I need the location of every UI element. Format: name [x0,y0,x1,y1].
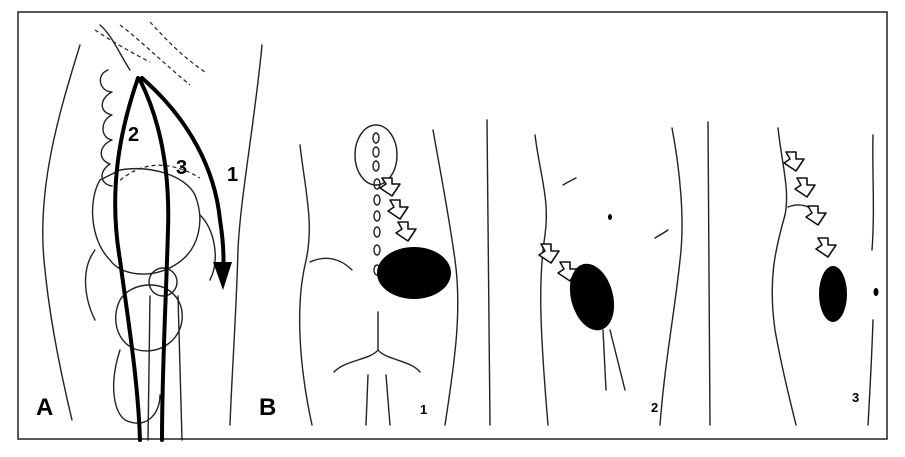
path-label-1: 1 [227,164,238,186]
b1-pain-arrows [380,178,416,241]
b1-iliac-crest [310,258,352,270]
nerve-path-1-arrowhead [213,262,232,290]
b2-pain-arrows [539,244,578,281]
b2-number: 2 [651,400,658,415]
panel-letter-b: B [259,394,276,421]
b1-arrow-2 [388,200,408,219]
b2-leg-line-1 [603,330,606,390]
b3-arrow-1 [784,152,804,171]
b3-crest-mark [788,205,810,208]
spine-outline [100,25,130,70]
panel-letter-a: A [36,394,53,421]
iliac-right [200,215,215,280]
b2-dot [608,214,612,220]
b1-pain-area [377,247,451,299]
iliac-left [86,250,95,320]
b3-arrow-2 [795,178,815,197]
b3-number: 3 [852,390,859,405]
b3-pain-area [819,266,847,322]
femoral-head [149,268,177,296]
b1-number: 1 [420,402,427,417]
b3-right-outline-upper [872,135,873,250]
pelvis-dashed [115,165,200,185]
b3-pain-arrows [784,152,836,257]
b1-arrow-1 [380,178,400,196]
b3-right-outline-lower [868,320,873,425]
b2-leg-line-2 [610,330,625,390]
path-label-2: 2 [128,124,139,146]
nerve-path-3 [140,80,168,440]
b3-arrow-3 [806,206,826,225]
b1-vertebral-dots [373,133,380,275]
divider-1 [487,120,490,425]
divider-2 [708,122,710,425]
b2-crest-mark [563,178,576,185]
panel-b3: 3 [772,128,878,425]
b3-arrow-4 [816,238,836,257]
spine-dashed-3 [150,22,205,72]
b1-leg-right [386,375,390,425]
b2-right-outline [660,128,682,425]
b1-gluteal-fold [334,350,420,372]
b1-leg-left [366,375,368,425]
femur-right-line [178,296,182,440]
panel-a-body-left-outline [43,45,80,420]
spine-dashed-2 [120,25,190,85]
b3-left-outline [772,128,796,425]
b2-left-outline [535,135,548,425]
vertebrae-outline [100,70,112,186]
path-label-3: 3 [176,157,187,179]
b1-left-outline [300,145,312,425]
b3-mark [874,288,879,296]
b2-crest-mark-2 [655,230,668,238]
panel-b2: 2 [535,128,682,425]
panel-b1: B 1 [259,125,458,425]
panel-a-body-right-outline [230,45,262,425]
panel-a: 2 3 1 A [36,22,262,440]
b1-sacral-oval [355,125,397,185]
b1-arrow-3 [396,222,416,241]
